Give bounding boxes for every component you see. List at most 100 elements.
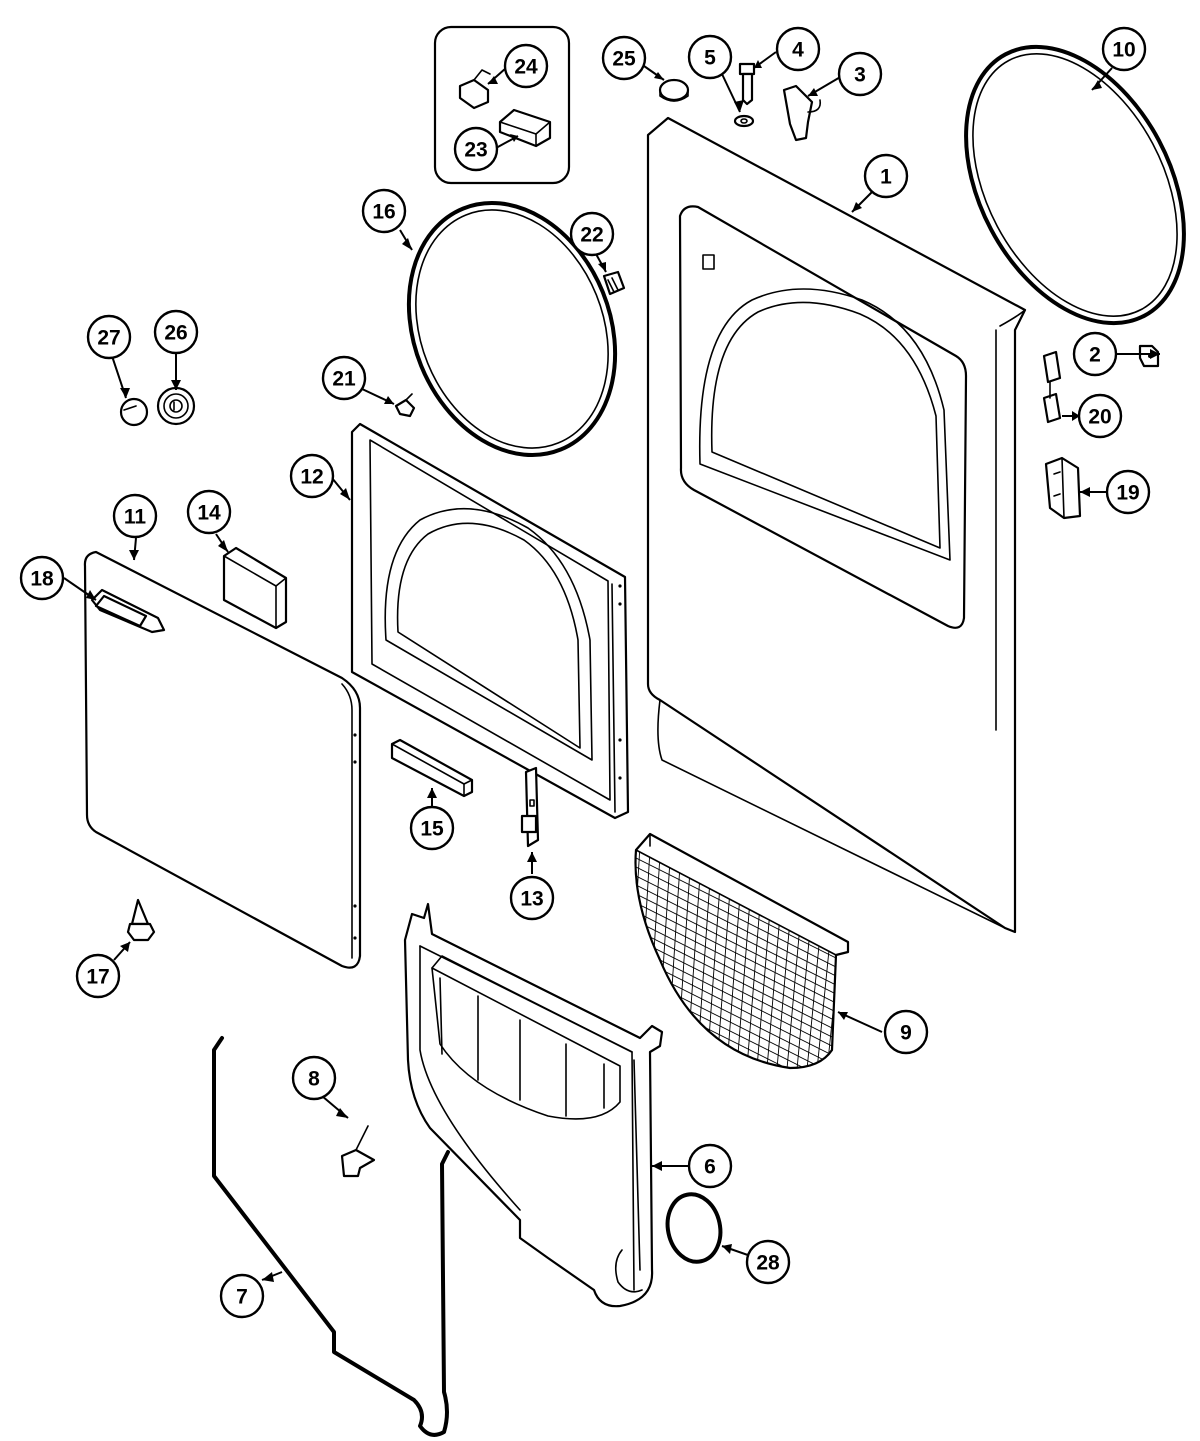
- callout-label: 9: [900, 1022, 912, 1045]
- part-13-latch-strike: [520, 766, 540, 848]
- callout-label: 23: [464, 139, 487, 162]
- callout-label: 19: [1116, 482, 1139, 505]
- mesh-line: [635, 953, 836, 1065]
- callout-20: 20: [1077, 393, 1123, 439]
- leader-arrowheads: [86, 60, 1160, 1282]
- callout-6: 6: [687, 1143, 733, 1189]
- callout-10: 10: [1101, 26, 1147, 72]
- mesh-line: [635, 926, 836, 1038]
- callout-label: 15: [420, 818, 444, 841]
- callout-label: 22: [580, 224, 603, 247]
- part-19-hinge: [1044, 456, 1082, 520]
- callout-21: 21: [321, 355, 367, 401]
- callout-label: 20: [1088, 406, 1111, 429]
- mesh-line: [635, 854, 836, 966]
- callout-3: 3: [837, 51, 883, 97]
- callout-1: 1: [863, 153, 909, 199]
- mesh-line: [635, 1052, 836, 1068]
- callout-23: 23: [453, 126, 499, 172]
- callout-label: 8: [308, 1068, 320, 1091]
- callout-22: 22: [569, 211, 615, 257]
- callout-14: 14: [186, 489, 232, 535]
- callout-17: 17: [75, 953, 121, 999]
- part-26-knob: [156, 386, 196, 426]
- callout-label: 25: [612, 48, 636, 71]
- part-15-strip: [390, 738, 474, 798]
- callout-label: 6: [704, 1156, 716, 1179]
- part-24-bracket: [458, 69, 491, 110]
- mesh-line: [635, 935, 836, 1047]
- mesh-line: [635, 850, 641, 1068]
- callout-26: 26: [153, 309, 199, 355]
- callout-4: 4: [775, 26, 821, 72]
- mesh-line: [785, 924, 801, 1068]
- callout-label: 13: [520, 888, 543, 911]
- part-10-seal-ring: [964, 44, 1186, 326]
- callout-2: 2: [1072, 331, 1118, 377]
- part-18-door-handle: [90, 588, 166, 634]
- callout-label: 7: [236, 1286, 248, 1309]
- part-17-door-bumper: [126, 898, 156, 942]
- callout-16: 16: [361, 188, 407, 234]
- part-12-door-frame: [350, 422, 630, 820]
- mesh-line: [735, 899, 751, 1068]
- mesh-line: [635, 872, 836, 984]
- mesh-line: [755, 909, 771, 1068]
- callout-label: 3: [854, 64, 866, 87]
- mesh-line: [635, 1061, 836, 1068]
- callout-28: 28: [745, 1239, 791, 1285]
- callout-label: 16: [372, 201, 395, 224]
- callout-label: 4: [792, 39, 804, 62]
- part-14-pad: [222, 546, 288, 630]
- callout-label: 27: [97, 327, 120, 350]
- callout-5: 5: [687, 34, 733, 80]
- part-3-clip: [782, 84, 822, 142]
- part-25-plug: [658, 78, 690, 102]
- mesh-line: [805, 934, 821, 1068]
- callout-15: 15: [409, 805, 455, 851]
- part-23-switch: [498, 108, 552, 148]
- callout-13: 13: [509, 875, 555, 921]
- inset-box-23-24: [433, 25, 571, 185]
- mesh-line: [775, 919, 791, 1068]
- callout-18: 18: [19, 555, 65, 601]
- callout-label: 24: [514, 56, 538, 79]
- mesh-line: [635, 863, 836, 975]
- part-5-washer: [733, 114, 755, 128]
- mesh-line: [635, 881, 836, 993]
- part-7-wire-harness: [212, 1036, 450, 1437]
- callout-label: 12: [300, 466, 323, 489]
- part-8-bracket: [340, 1125, 376, 1178]
- part-27-knob-insert: [119, 397, 149, 427]
- callout-12: 12: [289, 453, 335, 499]
- mesh-line: [635, 890, 836, 1002]
- callout-label: 18: [30, 568, 54, 591]
- callout-label: 17: [86, 966, 109, 989]
- mesh-line: [765, 914, 781, 1068]
- callout-8: 8: [291, 1055, 337, 1101]
- mesh-line: [635, 944, 836, 1056]
- callout-27: 27: [86, 314, 132, 360]
- callout-7: 7: [219, 1273, 265, 1319]
- mesh-line: [635, 917, 836, 1029]
- callout-label: 28: [756, 1252, 780, 1275]
- callout-label: 5: [704, 47, 716, 70]
- callout-19: 19: [1105, 469, 1151, 515]
- part-21-clip: [394, 393, 416, 418]
- part-6-lint-duct: [403, 902, 664, 1308]
- callout-label: 1: [880, 166, 892, 189]
- callout-label: 26: [164, 322, 187, 345]
- part-20-hinge-plate: [1042, 350, 1062, 424]
- callout-11: 11: [112, 493, 158, 539]
- part-16-door-seal-ring: [406, 200, 618, 458]
- callout-label: 10: [1112, 39, 1135, 62]
- part-11-outer-door: [83, 550, 362, 969]
- mesh-line: [635, 908, 836, 1020]
- callout-label: 11: [124, 506, 147, 529]
- mesh-line: [745, 904, 761, 1068]
- callout-24: 24: [503, 43, 549, 89]
- part-4-screw: [738, 62, 756, 106]
- callout-label: 21: [332, 368, 356, 391]
- part-22-latch-catch: [602, 270, 626, 296]
